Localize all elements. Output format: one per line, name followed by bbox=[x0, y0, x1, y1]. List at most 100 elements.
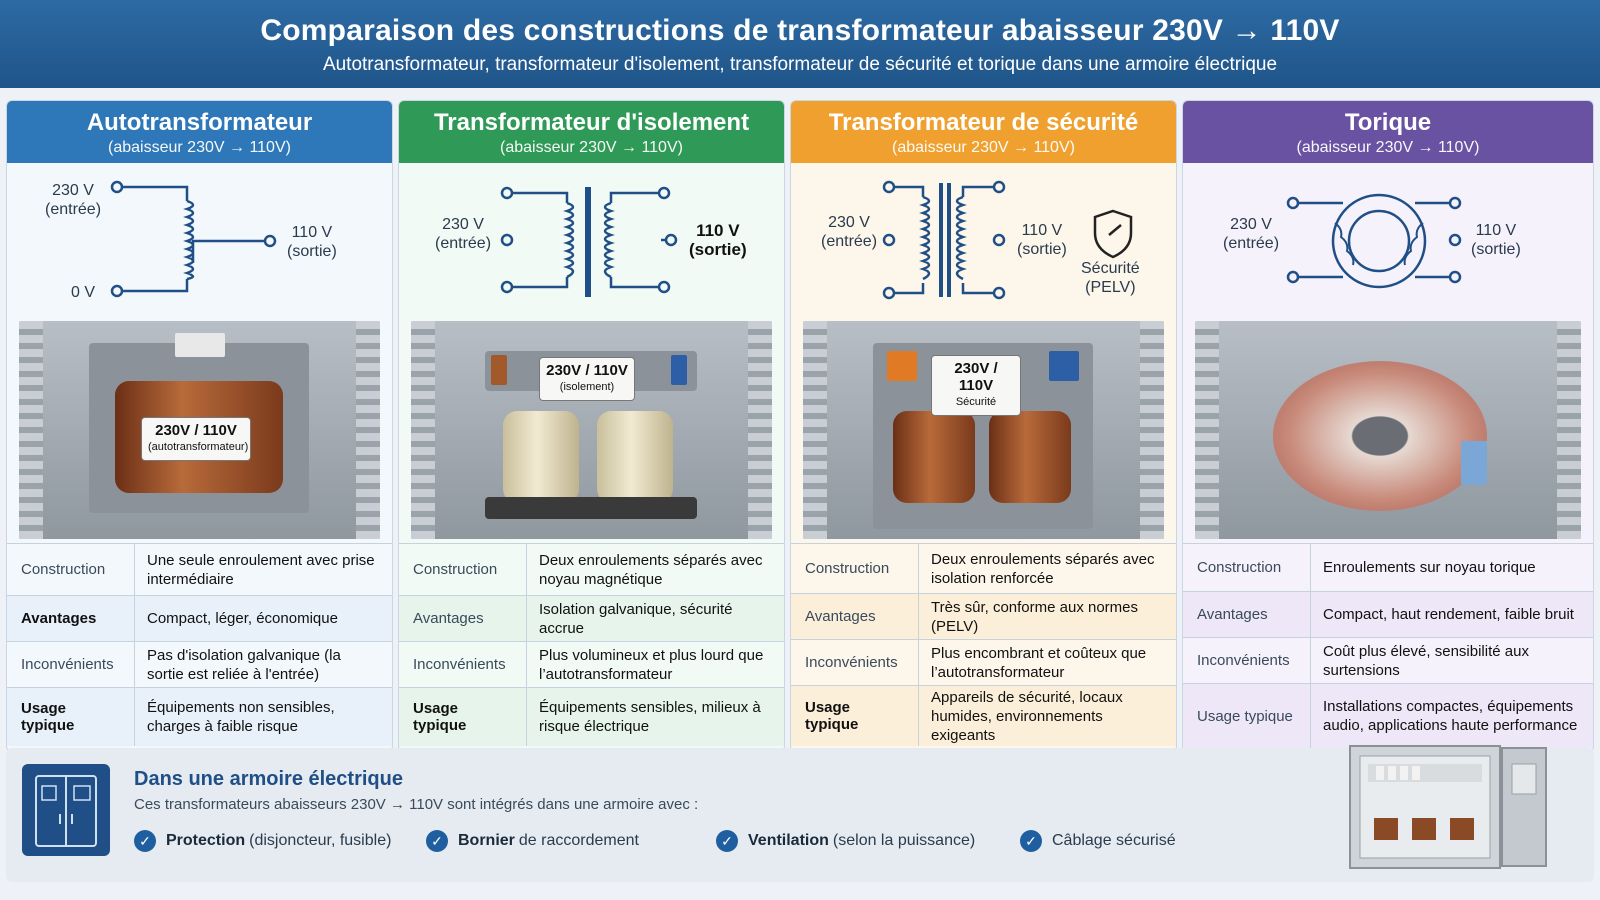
cabinet-info-panel: Dans une armoire électrique Ces transfor… bbox=[6, 745, 1594, 882]
output-sub-label: (sortie) bbox=[287, 243, 337, 260]
row-value: Pas d'isolation galvanique (la sortie es… bbox=[147, 646, 341, 683]
schematic-diagram: 230 V (entrée) 0 V 110 V (sortie) bbox=[7, 163, 392, 321]
input-voltage-label: 230 V bbox=[828, 214, 870, 231]
schematic-diagram: 230 V (entrée) 110 V (sortie) Sécurité (… bbox=[791, 163, 1176, 321]
card-subtitle: (abaisseur 230V → 110V) bbox=[892, 139, 1075, 156]
photo-sublabel: Sécurité bbox=[955, 396, 997, 408]
table-row: Inconvénients Plus volumineux et plus lo… bbox=[399, 641, 784, 687]
photo-label: 230V / 110V bbox=[155, 422, 237, 439]
photo-sublabel: (isolement) bbox=[559, 381, 615, 393]
row-value: Installations compactes, équipements aud… bbox=[1323, 698, 1578, 734]
row-key: Inconvénients bbox=[399, 642, 527, 687]
feature-bold: Ventilation bbox=[748, 832, 829, 849]
output-sub-label: (sortie) bbox=[689, 240, 747, 259]
feature-bold: Bornier bbox=[458, 832, 515, 849]
table-row: Construction Une seule enroulement avec … bbox=[7, 543, 392, 595]
table-row: Avantages Isolation galvanique, sécurité… bbox=[399, 595, 784, 641]
row-value: Équipements non sensibles, charges à fai… bbox=[147, 699, 335, 735]
transformer-photo: 230V / 110V Sécurité bbox=[803, 321, 1164, 539]
table-row: Inconvénients Coût plus élevé, sensibili… bbox=[1183, 637, 1593, 683]
autotransformer-schematic bbox=[110, 180, 277, 298]
feature-ventilation: ✓ Ventilation (selon la puissance) bbox=[716, 830, 975, 852]
schematic-diagram: 230 V (entrée) 110 V (sortie) bbox=[1183, 163, 1593, 321]
card-title: Transformateur d'isolement bbox=[433, 109, 750, 136]
card-autotransformer: Autotransformateur (abaisseur 230V → 110… bbox=[6, 100, 393, 752]
table-row: Avantages Très sûr, conforme aux normes … bbox=[791, 593, 1176, 639]
row-value: Compact, haut rendement, faible bruit bbox=[1323, 606, 1574, 623]
row-value: Plus encombrant et coûteux que l’autotra… bbox=[931, 644, 1147, 681]
feature-secure-wiring: ✓ Câblage sécurisé bbox=[1020, 830, 1176, 852]
feature-bold: Protection bbox=[166, 832, 246, 849]
row-key: Usage typique bbox=[399, 688, 527, 746]
transformer-photo: 230V / 110V (isolement) bbox=[411, 321, 772, 539]
row-key: Construction bbox=[791, 544, 919, 593]
row-value: Équipements sensibles, milieux à risque … bbox=[539, 699, 761, 735]
row-key: Inconvénients bbox=[791, 640, 919, 685]
transformer-photo: 230V / 110V (autotransformateur) bbox=[19, 321, 380, 539]
safety-badge-sub: (PELV) bbox=[1085, 279, 1136, 296]
page-header: Comparaison des constructions de transfo… bbox=[0, 0, 1600, 88]
feature-text: Câblage sécurisé bbox=[1052, 832, 1176, 849]
zero-voltage-label: 0 V bbox=[71, 284, 96, 301]
table-row: Construction Deux enroulements séparés a… bbox=[399, 543, 784, 595]
spec-table: Construction Deux enroulements séparés a… bbox=[399, 543, 784, 746]
card-header: Torique (abaisseur 230V → 110V) bbox=[1183, 101, 1593, 163]
input-voltage-label: 230 V bbox=[442, 216, 484, 233]
row-key: Inconvénients bbox=[7, 642, 135, 687]
photo-sublabel: (autotransformateur) bbox=[148, 441, 249, 453]
toroidal-schematic bbox=[1286, 193, 1462, 289]
output-voltage-label: 110 V bbox=[1021, 222, 1063, 239]
input-voltage-label: 230 V bbox=[1230, 216, 1272, 233]
photo-label: 230V / 110V bbox=[546, 362, 628, 379]
row-value: Enroulements sur noyau torique bbox=[1323, 559, 1536, 576]
card-subtitle: (abaisseur 230V → 110V) bbox=[500, 139, 683, 156]
row-key: Avantages bbox=[399, 596, 527, 641]
output-voltage-label: 110 V bbox=[291, 224, 333, 241]
input-sub-label: (entrée) bbox=[1223, 235, 1280, 252]
card-isolation-transformer: Transformateur d'isolement (abaisseur 23… bbox=[398, 100, 785, 752]
card-title: Autotransformateur bbox=[86, 109, 313, 136]
row-value: Deux enroulements séparés avec isolation… bbox=[931, 550, 1155, 587]
safety-schematic bbox=[882, 180, 1133, 300]
table-row: Inconvénients Pas d'isolation galvanique… bbox=[7, 641, 392, 687]
input-voltage-label: 230 V bbox=[52, 182, 94, 199]
row-key: Inconvénients bbox=[1183, 638, 1311, 683]
footer-subtitle: Ces transformateurs abaisseurs 230V → 11… bbox=[134, 796, 699, 813]
card-subtitle: (abaisseur 230V → 110V) bbox=[108, 139, 291, 156]
row-key: Avantages bbox=[7, 596, 135, 641]
shield-icon bbox=[1093, 209, 1133, 259]
card-title: Transformateur de sécurité bbox=[828, 109, 1139, 136]
row-value: Coût plus élevé, sensibilité aux surtens… bbox=[1323, 642, 1529, 679]
footer-title: Dans une armoire électrique bbox=[134, 768, 403, 790]
schematic-diagram: 230 V (entrée) 110 V (sortie) bbox=[399, 163, 784, 321]
table-row: Usage typique Équipements non sensibles,… bbox=[7, 687, 392, 746]
input-sub-label: (entrée) bbox=[45, 201, 102, 218]
row-value: Deux enroulements séparés avec noyau mag… bbox=[539, 551, 763, 588]
isolation-schematic bbox=[500, 186, 678, 297]
card-safety-transformer: Transformateur de sécurité (abaisseur 23… bbox=[790, 100, 1177, 752]
row-key: Construction bbox=[399, 544, 527, 595]
row-value: Une seule enroulement avec prise intermé… bbox=[147, 551, 375, 588]
card-subtitle: (abaisseur 230V → 110V) bbox=[1296, 139, 1480, 156]
spec-table: Construction Deux enroulements séparés a… bbox=[791, 543, 1176, 746]
table-row: Inconvénients Plus encombrant et coûteux… bbox=[791, 639, 1176, 685]
check-icon: ✓ bbox=[426, 830, 448, 852]
row-key: Avantages bbox=[1183, 592, 1311, 637]
output-sub-label: (sortie) bbox=[1017, 241, 1067, 258]
safety-badge-label: Sécurité bbox=[1081, 260, 1140, 277]
transformer-photo bbox=[1195, 321, 1581, 539]
row-value: Appareils de sécurité, locaux humides, e… bbox=[931, 688, 1123, 744]
row-value: Très sûr, conforme aux normes (PELV) bbox=[931, 598, 1139, 635]
table-row: Construction Enroulements sur noyau tori… bbox=[1183, 543, 1593, 591]
row-value: Isolation galvanique, sécurité accrue bbox=[539, 600, 733, 637]
row-key: Usage typique bbox=[1183, 684, 1311, 748]
row-key: Usage typique bbox=[791, 686, 919, 746]
cabinet-icon bbox=[22, 764, 110, 856]
check-icon: ✓ bbox=[716, 830, 738, 852]
feature-text: (selon la puissance) bbox=[832, 832, 976, 849]
card-toroidal-transformer: Torique (abaisseur 230V → 110V) 230 V (e… bbox=[1182, 100, 1594, 752]
spec-table: Construction Une seule enroulement avec … bbox=[7, 543, 392, 746]
output-voltage-label: 110 V bbox=[1475, 222, 1517, 239]
table-row: Avantages Compact, haut rendement, faibl… bbox=[1183, 591, 1593, 637]
table-row: Usage typique Équipements sensibles, mil… bbox=[399, 687, 784, 746]
